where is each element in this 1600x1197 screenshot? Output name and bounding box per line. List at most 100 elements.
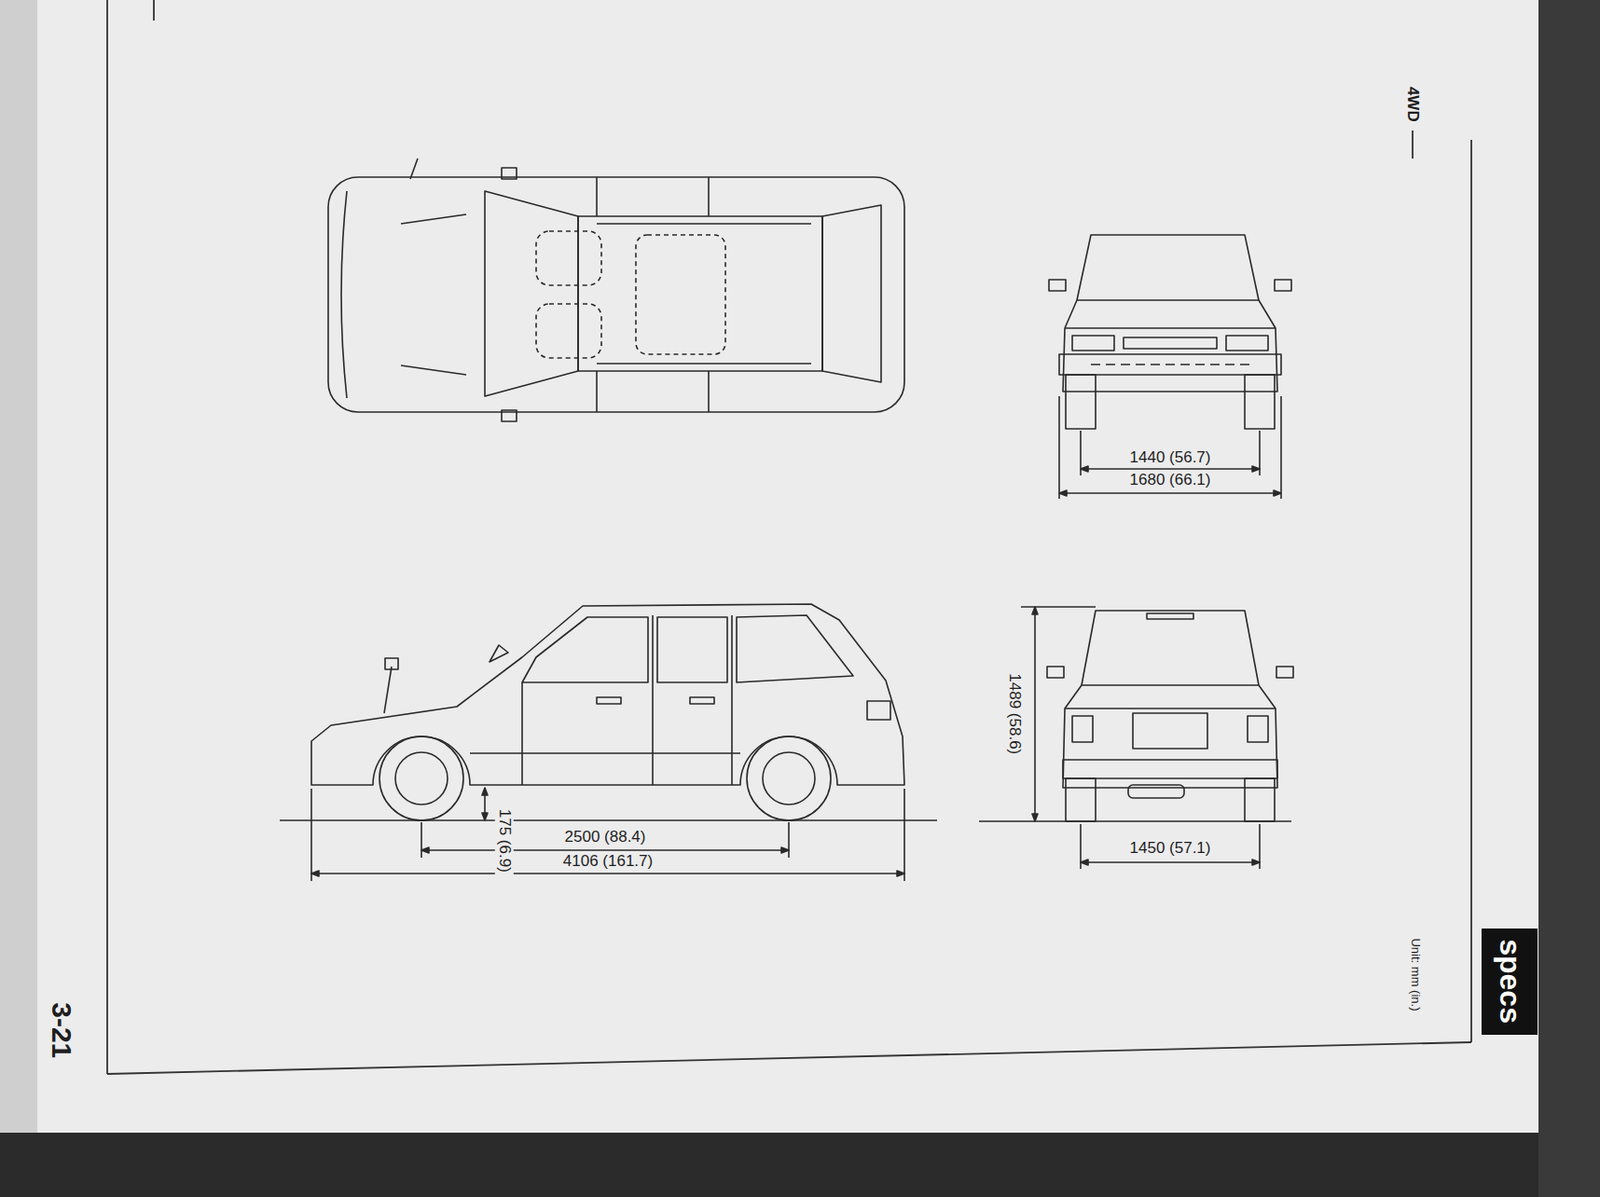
page-frame	[1470, 139, 1473, 1043]
car-rear-view	[1020, 606, 1096, 608]
section-tag: 4WD	[1403, 83, 1422, 125]
car-side-view	[279, 604, 938, 882]
car-top-view	[822, 205, 882, 383]
car-rear-view	[1064, 707, 1276, 710]
car-side-view	[762, 752, 815, 805]
dimension-label: 1450 (57.1)	[1127, 839, 1214, 858]
null	[536, 303, 602, 359]
car-side-view	[522, 617, 649, 683]
car-side-view	[379, 736, 464, 821]
car-rear-view	[979, 820, 1292, 823]
tab-text: specs	[1492, 939, 1526, 1025]
car-side-view	[867, 701, 891, 720]
car-front-view	[1090, 363, 1250, 366]
paper	[0, 1132, 1600, 1197]
car-side-view	[384, 666, 392, 714]
car-side-view	[279, 819, 938, 822]
car-front-view	[1065, 374, 1096, 429]
car-front-view	[1059, 466, 1282, 497]
dimension-label: 1489 (58.6)	[1005, 671, 1024, 759]
dimension-label: 4106 (161.7)	[560, 852, 656, 871]
car-front-view	[1076, 234, 1259, 301]
car-rear-view	[1132, 713, 1208, 749]
paper	[37, 0, 1539, 1133]
car-rear-view	[1081, 610, 1259, 686]
car-front-view	[1059, 492, 1282, 495]
car-front-view	[1244, 374, 1275, 429]
car-rear-view	[979, 606, 1294, 869]
dimension-label: 1440 (56.7)	[1127, 448, 1214, 468]
section-tab: specs	[1481, 928, 1537, 1036]
page-number: 3-21	[45, 999, 79, 1062]
car-front-view	[1274, 279, 1292, 291]
car-top-view	[410, 158, 418, 180]
car-top-view	[596, 222, 812, 225]
dimension-label: 1680 (66.1)	[1127, 470, 1214, 490]
null	[536, 231, 602, 286]
dimension-label: 2500 (88.4)	[562, 827, 649, 847]
car-side-view	[521, 682, 524, 786]
car-front-view	[1048, 234, 1292, 499]
car-rear-view	[1244, 778, 1275, 822]
car-rear-view	[1047, 666, 1064, 678]
page-frame	[107, 1042, 1472, 1075]
car-top-view	[341, 191, 347, 399]
page-frame	[1411, 130, 1414, 159]
car-rear-view	[1062, 685, 1278, 788]
car-side-view	[746, 736, 831, 821]
unit-note: Unit: mm (in.)	[1408, 935, 1423, 1014]
car-front-view	[1064, 327, 1276, 330]
car-front-view	[1280, 396, 1283, 499]
car-rear-view	[1062, 759, 1278, 779]
car-side-view	[421, 849, 789, 852]
car-top-view	[501, 167, 517, 180]
car-front-view	[1048, 279, 1066, 291]
car-rear-view	[1146, 613, 1194, 620]
car-rear-view	[1032, 606, 1260, 866]
car-rear-view	[1034, 606, 1036, 822]
page-frame	[152, 0, 155, 21]
car-front-view	[1058, 396, 1061, 499]
car-top-view	[328, 177, 905, 413]
car-rear-view	[1080, 861, 1260, 864]
car-side-view	[420, 822, 423, 858]
car-side-view	[903, 788, 906, 882]
car-front-view	[1072, 335, 1115, 351]
car-top-view	[578, 216, 823, 372]
page-frame	[107, 0, 1472, 1075]
car-side-view	[311, 872, 905, 875]
car-front-view	[1080, 468, 1260, 470]
car-side-view	[311, 604, 905, 786]
car-top-view	[707, 177, 710, 217]
car-top-view	[707, 371, 710, 413]
car-rear-view	[1065, 778, 1096, 822]
car-front-view	[1226, 335, 1269, 351]
car-top-view	[595, 177, 598, 217]
car-front-view	[1123, 337, 1217, 349]
null	[635, 234, 726, 355]
null	[536, 231, 726, 359]
car-rear-view	[1276, 666, 1294, 678]
car-side-view	[657, 617, 728, 683]
car-front-view	[1059, 354, 1282, 375]
car-top-view	[400, 365, 467, 375]
car-side-view	[651, 615, 654, 786]
car-rear-view	[1247, 716, 1269, 743]
car-top-view	[328, 158, 905, 422]
car-side-view	[596, 697, 621, 704]
car-top-view	[596, 362, 812, 365]
car-side-view	[311, 787, 905, 877]
car-top-view	[501, 410, 517, 422]
car-side-view	[385, 658, 399, 670]
car-top-view	[484, 191, 579, 397]
car-side-view	[395, 752, 448, 805]
car-top-view	[400, 214, 467, 224]
car-side-view	[310, 788, 313, 882]
car-side-view	[489, 645, 509, 663]
car-top-view	[595, 371, 598, 413]
car-side-view	[736, 615, 854, 683]
dimension-label: 175 (6.9)	[495, 806, 514, 876]
paper	[1538, 0, 1600, 1197]
